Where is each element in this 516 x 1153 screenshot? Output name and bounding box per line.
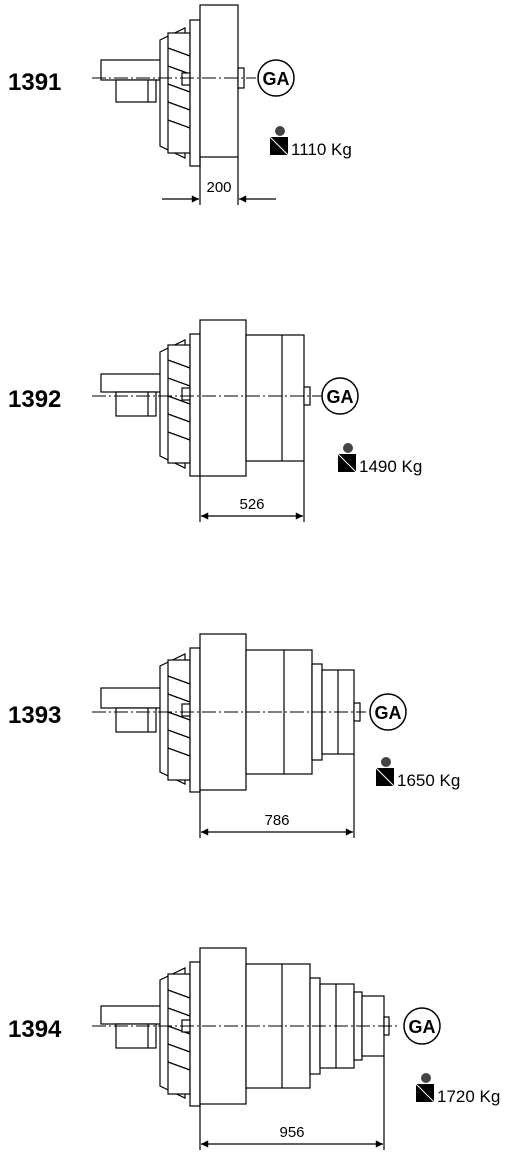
weight-icon <box>375 757 395 787</box>
ga-badge: GA <box>369 693 407 731</box>
svg-text:GA: GA <box>327 387 354 407</box>
weight-label: 1650 Kg <box>375 757 460 790</box>
variant-1394: 1394 GA <box>8 947 500 1150</box>
dimension-callout: 526 <box>199 461 305 522</box>
weight-icon <box>269 126 289 156</box>
variant-1391: 1391 GA <box>8 4 352 205</box>
ga-badge: GA <box>257 59 295 97</box>
variant-code: 1394 <box>8 1016 62 1043</box>
variant-code: 1393 <box>8 702 61 729</box>
weight-icon <box>415 1073 435 1103</box>
svg-text:1110 Kg: 1110 Kg <box>291 140 352 159</box>
svg-text:1720 Kg: 1720 Kg <box>437 1087 500 1106</box>
weight-icon <box>337 443 357 473</box>
svg-text:200: 200 <box>206 179 231 196</box>
gearbox-drawing <box>92 633 366 793</box>
ga-badge: GA <box>321 377 359 415</box>
ga-badge: GA <box>403 1007 441 1045</box>
weight-label: 1110 Kg <box>269 126 352 159</box>
gearbox-drawing <box>92 4 256 167</box>
dimension-callout: 956 <box>199 1056 385 1150</box>
gearbox-drawing <box>92 947 398 1107</box>
variant-code: 1392 <box>8 386 61 413</box>
svg-text:526: 526 <box>239 496 264 513</box>
variant-1393: 1393 GA <box>8 633 460 838</box>
weight-label: 1490 Kg <box>337 443 422 476</box>
variant-1392: 1392 GA 1490 Kg <box>8 319 422 522</box>
svg-text:GA: GA <box>409 1017 436 1037</box>
dimension-callout: 786 <box>199 754 355 838</box>
gearbox-drawing <box>92 319 322 477</box>
variant-code: 1391 <box>8 69 61 96</box>
svg-text:1650 Kg: 1650 Kg <box>397 771 460 790</box>
svg-text:GA: GA <box>263 69 290 89</box>
svg-text:GA: GA <box>375 703 402 723</box>
svg-text:786: 786 <box>264 812 289 829</box>
svg-text:1490 Kg: 1490 Kg <box>359 457 422 476</box>
dimension-callout: 200 <box>162 157 276 205</box>
weight-label: 1720 Kg <box>415 1073 500 1106</box>
svg-text:956: 956 <box>279 1124 304 1141</box>
